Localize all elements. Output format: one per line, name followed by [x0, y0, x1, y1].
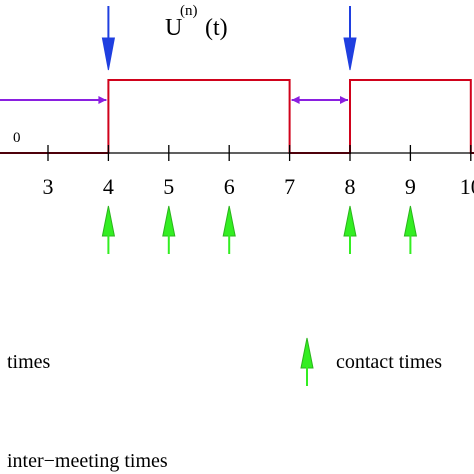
axis-tick-label: 7	[284, 174, 295, 199]
meeting-arrows	[101, 6, 357, 71]
axis-tick-label: 8	[345, 174, 356, 199]
legend-meeting-times-label: times	[7, 351, 51, 373]
contact-arrow	[101, 205, 116, 254]
axis-tick-label: 10	[460, 174, 474, 199]
meeting-arrow	[101, 6, 116, 71]
legend-contact-arrow	[300, 337, 314, 386]
diagram-title: U (n) (t)	[165, 3, 228, 41]
contact-arrow	[222, 205, 236, 254]
signal-line	[0, 79, 474, 154]
contact-arrow	[403, 205, 418, 254]
meeting-arrow	[343, 6, 357, 71]
axis-tick-label: 6	[224, 174, 235, 199]
axis-tick-label: 3	[43, 174, 54, 199]
level-zero-label: 0	[13, 130, 21, 146]
axis-tick-label: 9	[405, 174, 416, 199]
axis-tick-label: 5	[163, 174, 174, 199]
legend: times contact times inter−meeting times	[7, 337, 442, 472]
title-argument: (t)	[205, 15, 228, 41]
legend-contact-times-label: contact times	[336, 351, 442, 373]
legend-contact-arrow-glyph	[300, 337, 314, 386]
contact-arrows	[101, 205, 418, 254]
contact-arrow	[343, 205, 357, 254]
title-superscript: (n)	[180, 3, 198, 19]
axis-tick-label: 4	[103, 174, 114, 199]
contact-arrow	[162, 205, 176, 254]
axis-ticks: 3 4 5 6 7 8 9 10	[43, 145, 474, 199]
title-main: U	[165, 15, 182, 41]
legend-inter-meeting-times-label: inter−meeting times	[7, 450, 168, 472]
